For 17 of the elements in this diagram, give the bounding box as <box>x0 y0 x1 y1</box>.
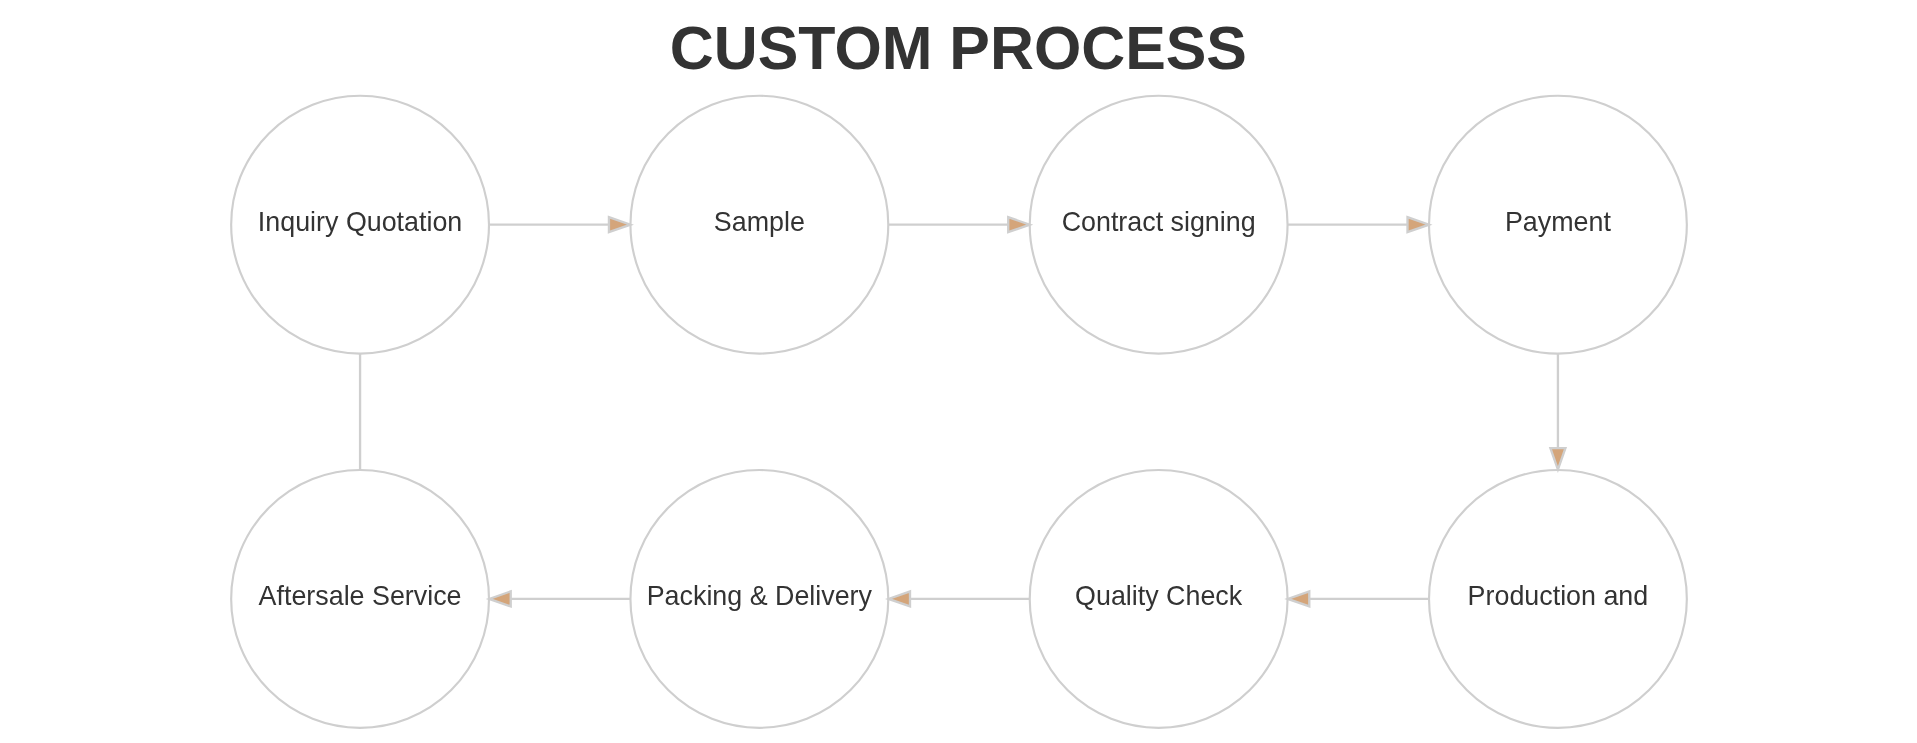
node-circle: Inquiry Quotation <box>229 94 490 355</box>
arrow <box>1548 353 1567 474</box>
node-circle: Contract signing <box>1028 94 1289 355</box>
connector <box>358 353 361 470</box>
arrow <box>888 215 1033 234</box>
node-circle: Sample <box>628 94 889 355</box>
arrow <box>1287 215 1432 234</box>
diagram-title: CUSTOM PROCESS <box>669 14 1247 83</box>
node-circle: Aftersale Service <box>229 468 490 729</box>
node-circle: Payment <box>1427 94 1688 355</box>
arrow <box>485 589 630 609</box>
arrow <box>488 215 634 234</box>
node-circle: Packing & Delivery <box>628 468 889 729</box>
node-circle: Quality Check <box>1028 468 1289 729</box>
arrow <box>1283 589 1429 609</box>
node-circle: Production and <box>1427 468 1688 729</box>
arrow <box>884 589 1030 609</box>
